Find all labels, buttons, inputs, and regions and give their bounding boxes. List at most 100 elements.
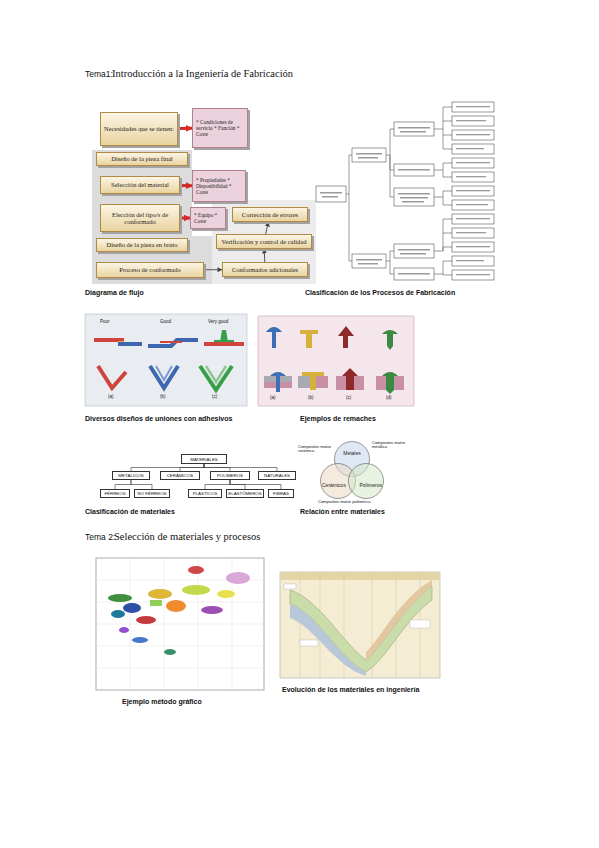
section-heading: Introducción a la Ingeniería de Fabricac… <box>112 68 293 80</box>
circle-shape <box>349 464 384 499</box>
joint-plate <box>94 338 124 342</box>
tree-connector <box>131 464 204 471</box>
tree-box <box>452 200 494 210</box>
node-text: Necesidades que se tienen: <box>104 125 174 132</box>
text-bar <box>456 204 488 205</box>
text-bar <box>358 157 378 159</box>
tree-box <box>452 130 494 140</box>
circle-outline <box>348 463 384 499</box>
text-bar <box>398 127 430 129</box>
node-text: Metales <box>343 450 361 456</box>
material-region <box>164 649 176 655</box>
figure-caption: Relación entre materiales <box>300 508 385 516</box>
node-text: Diseño de la pieza final <box>111 155 172 162</box>
text-bar <box>400 253 426 255</box>
v-joint <box>156 366 172 380</box>
text-bar <box>456 134 490 135</box>
node-text: PLÁSTICOS <box>193 491 218 496</box>
text-bar <box>398 169 430 171</box>
tree-connector <box>205 480 230 489</box>
grid-lines <box>96 558 264 690</box>
category-box: FIBRAS <box>268 489 294 498</box>
material-region <box>217 590 235 598</box>
tree-connector <box>115 480 131 489</box>
adhesive-joints <box>94 330 244 390</box>
node-text: MATERIALES <box>190 457 218 462</box>
adhesive-panel <box>85 314 247 406</box>
rivet-section <box>342 368 358 390</box>
process-tree <box>316 102 494 280</box>
text-bar <box>456 120 486 121</box>
tree-text-bars <box>320 106 490 275</box>
material-band <box>366 580 432 660</box>
text-bar <box>456 190 490 191</box>
node-text: NO FÉRREOS <box>137 491 166 496</box>
rivet-symbol <box>266 327 282 348</box>
node-text: Diseño de la pieza en bruto <box>107 241 178 248</box>
plate-section <box>376 376 386 390</box>
process-box: Elección del tipo/s de conformado <box>100 204 180 232</box>
chart-frame <box>280 572 440 678</box>
figure-label: (b) <box>308 396 314 401</box>
material-region <box>148 589 172 599</box>
category-box: FÉRREOS <box>100 489 130 498</box>
process-box: Corrección de errores <box>232 207 308 222</box>
rivet-panel <box>258 316 414 406</box>
text-bar <box>400 131 426 133</box>
category-box: POLÍMEROS <box>210 471 250 480</box>
node-text: NATURALES <box>264 473 290 478</box>
tree-box <box>452 270 494 280</box>
process-box: Verificación y control de calidad <box>216 234 312 249</box>
node-text: * Propiedades * Disponibilidad * Coste <box>196 177 243 195</box>
tree-box <box>316 186 346 202</box>
tree-box <box>394 268 434 280</box>
joint-plate <box>118 342 142 346</box>
node-text: POLÍMEROS <box>217 473 243 478</box>
text-bar <box>398 273 430 275</box>
figure-caption: Clasificación de materiales <box>85 508 175 516</box>
requirement-arrow <box>178 127 192 130</box>
rivet-symbol <box>338 326 354 348</box>
node-text: ELASTÓMEROS <box>228 491 261 496</box>
tree-box <box>394 122 434 136</box>
node-text: Corrección de errores <box>242 211 298 218</box>
joint-plate <box>148 338 198 348</box>
tree-box <box>452 144 494 154</box>
material-region <box>132 637 148 643</box>
text-bar <box>456 148 484 149</box>
category-box: NATURALES <box>258 471 296 480</box>
material-region <box>150 600 162 606</box>
section-heading: Selección de materiales y procesos <box>114 531 260 543</box>
flow-arrow <box>266 222 269 234</box>
figure-label: (a) <box>108 395 114 400</box>
figure-label: (d) <box>386 396 392 401</box>
tree-box <box>452 214 494 224</box>
figure-label: (a) <box>270 396 276 401</box>
material-region <box>108 594 132 602</box>
rivet-section <box>270 372 286 392</box>
rivet-section <box>382 372 398 394</box>
category-box: ELASTÓMEROS <box>226 489 264 498</box>
node-text: Cerámicos <box>322 482 346 488</box>
text-bar <box>356 259 382 261</box>
category-box: METÁLICOS <box>112 471 150 480</box>
note-box <box>300 640 318 646</box>
text-bar <box>400 197 428 199</box>
text-bar <box>320 192 342 194</box>
process-box: Diseño de la pieza final <box>96 152 188 166</box>
figure-label: Very good <box>208 320 228 325</box>
flow-arrow <box>204 269 222 270</box>
process-box: Conformados adicionales <box>222 262 308 277</box>
node-text: Proceso de conformado <box>119 266 180 273</box>
tree-lines <box>346 107 452 275</box>
v-joint <box>98 366 126 388</box>
category-box: CERÁMICOS <box>160 471 200 480</box>
text-bar <box>456 176 486 177</box>
text-bar <box>456 274 490 275</box>
tree-box <box>394 164 434 176</box>
category-box: PLÁSTICOS <box>188 489 222 498</box>
plate-section <box>280 376 292 382</box>
